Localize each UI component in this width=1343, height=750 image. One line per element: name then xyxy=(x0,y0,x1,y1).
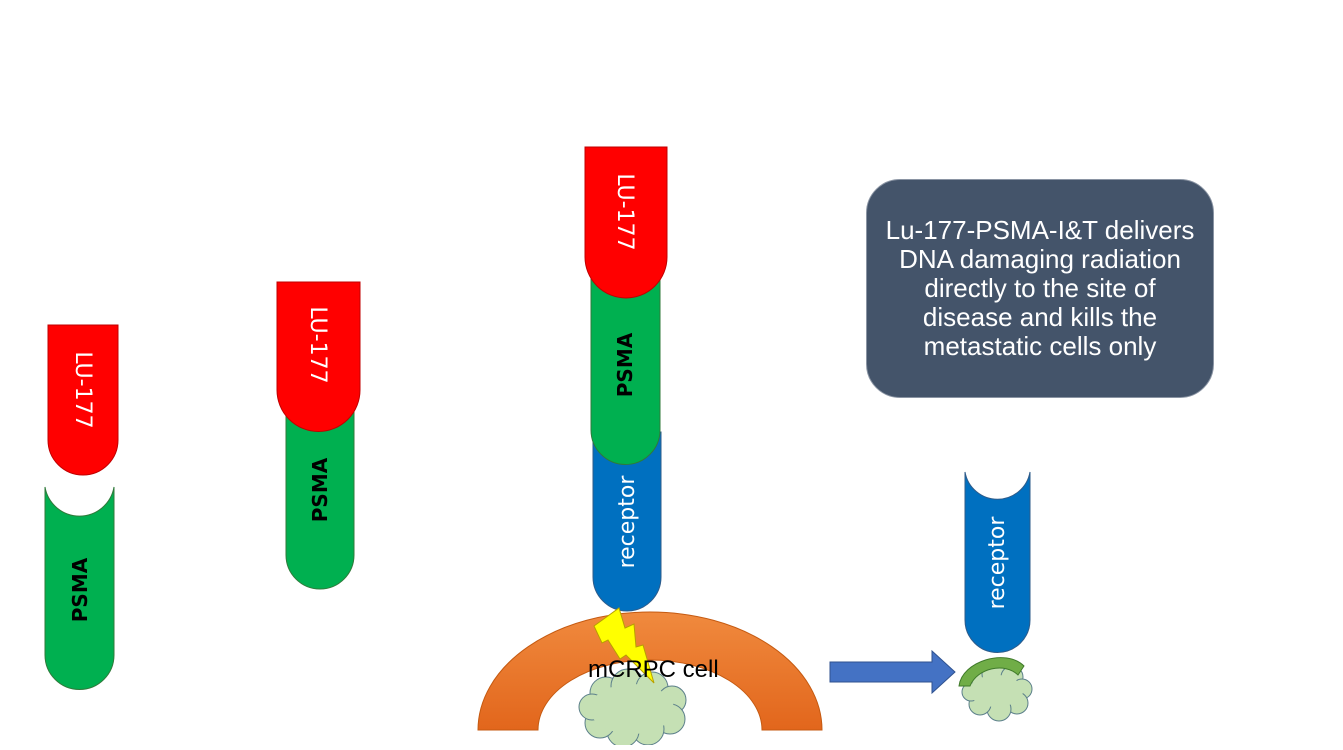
psma-block-3 xyxy=(590,259,661,465)
psma-block-1 xyxy=(44,486,115,690)
psma-fragment-4 xyxy=(958,657,1025,687)
receptor-label-4: receptor xyxy=(984,516,1010,610)
nucleus-cloud-1 xyxy=(578,668,687,748)
receptor-block-4 xyxy=(964,471,1031,653)
lu177-label-1: LU-177 xyxy=(70,351,96,429)
lu177-label-2: LU-177 xyxy=(305,306,331,384)
psma-label-3: PSMA xyxy=(613,332,637,398)
cell-label: mCRPC cell xyxy=(588,656,719,683)
nucleus-cloud-2 xyxy=(961,661,1033,722)
lu177-block-2 xyxy=(276,281,361,432)
lightning-bolt-icon xyxy=(593,607,655,684)
right-arrow-icon xyxy=(829,649,956,695)
psma-label-2: PSMA xyxy=(308,457,332,523)
psma-block-2 xyxy=(285,394,355,590)
receptor-block-3 xyxy=(592,431,662,612)
psma-label-1: PSMA xyxy=(68,557,92,623)
lu177-block-3 xyxy=(584,146,668,299)
mcrpc-cell-shape xyxy=(477,611,823,731)
lu177-label-3: LU-177 xyxy=(612,173,638,251)
receptor-label-3: receptor xyxy=(614,475,640,569)
callout-box: Lu-177-PSMA-I&T delivers DNA damaging ra… xyxy=(866,179,1214,398)
callout-text: Lu-177-PSMA-I&T delivers DNA damaging ra… xyxy=(885,215,1195,361)
lu177-block-1 xyxy=(47,324,119,476)
